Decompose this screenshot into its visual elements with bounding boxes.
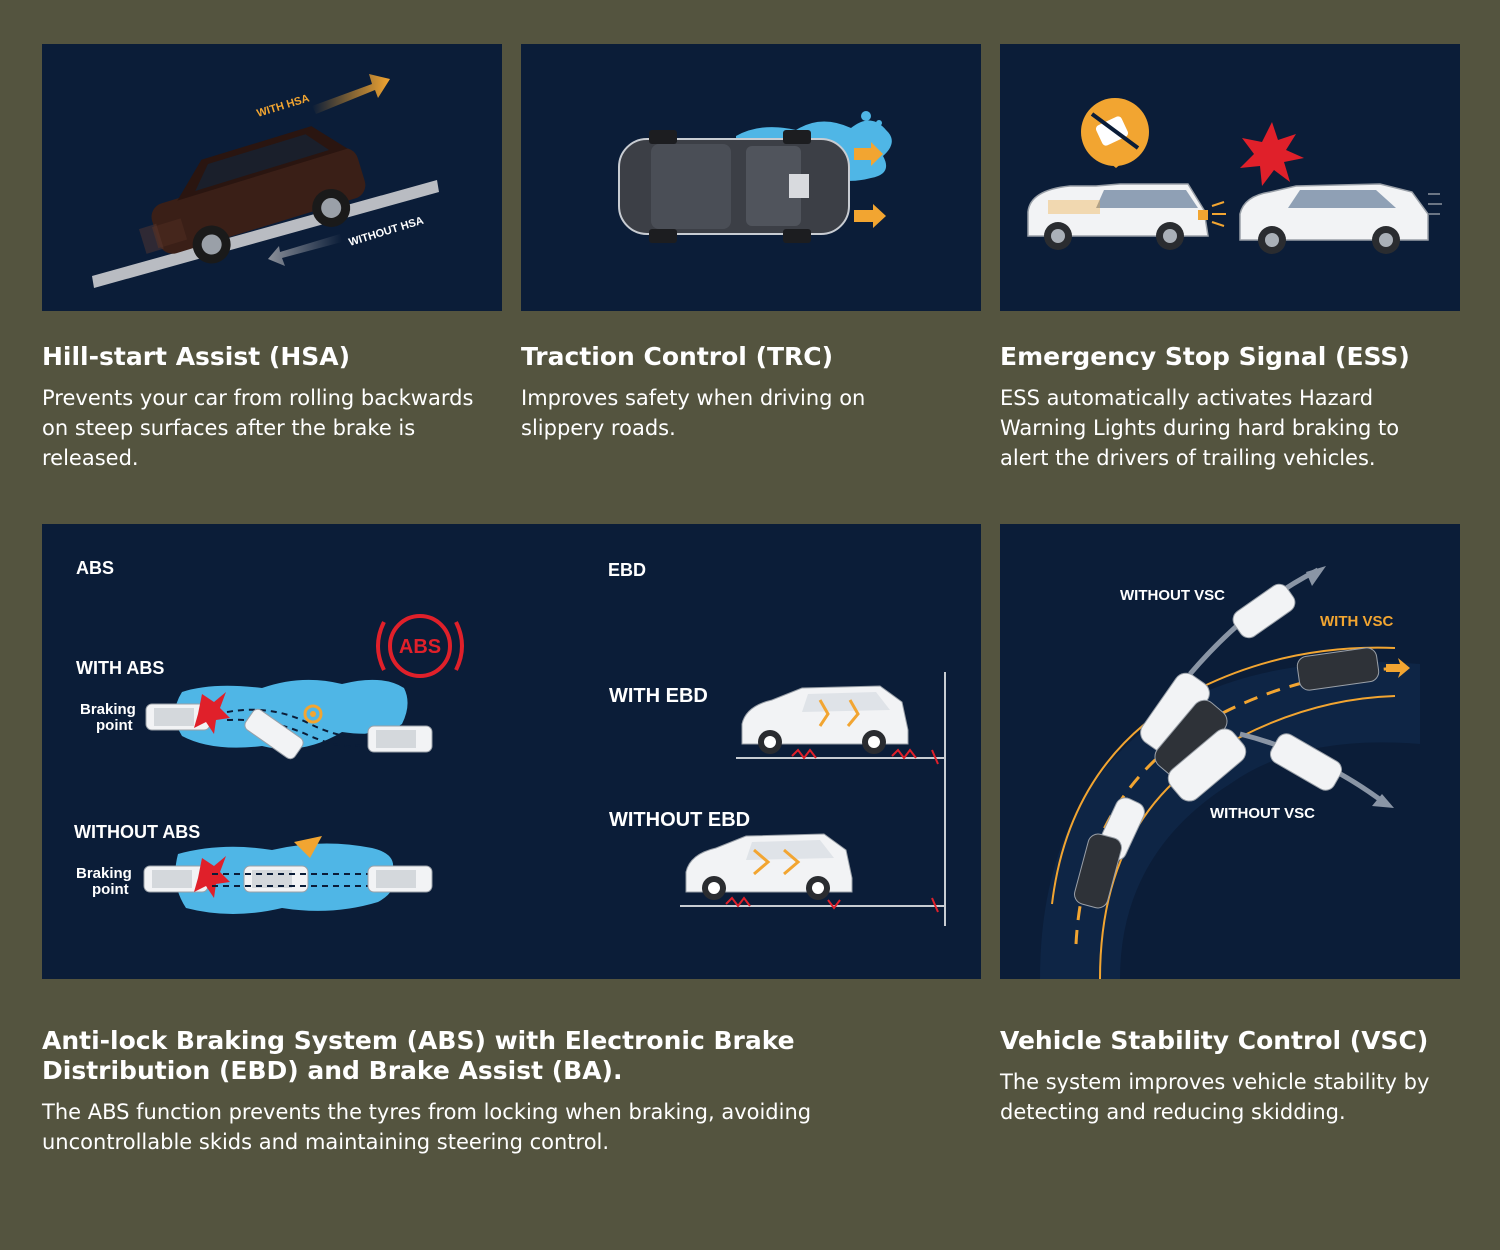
hsa-illustration: WITH HSA WITHOUT HSA (42, 44, 502, 311)
without-abs-braking-line2: point (92, 881, 129, 898)
suv-car (138, 126, 366, 264)
with-abs-car-start (145, 703, 211, 731)
warning-burst-icon (1240, 122, 1304, 186)
trailing-car (1239, 183, 1442, 254)
hsa-title: Hill-start Assist (HSA) (42, 342, 351, 371)
abs-description: The ABS function prevents the tyres from… (42, 1100, 812, 1154)
without-ebd-label: WITHOUT EBD (609, 809, 750, 831)
with-abs-braking-line1: Braking (80, 701, 136, 718)
traction-arrow-lower (854, 204, 886, 228)
water-puddle-with-abs (175, 679, 408, 749)
with-vsc-arrow (1386, 658, 1410, 678)
hsa-description: Prevents your car from rolling backwards… (42, 386, 474, 470)
abs-title: Anti-lock Braking System (ABS) with Elec… (42, 1026, 795, 1085)
abs-ebd-illustration: ABS WITH ABS WITHOUT ABS ABS Braking poi… (42, 524, 981, 979)
without-hsa-arrow (268, 234, 342, 266)
abs-warning-icon: ABS (376, 614, 464, 678)
without-vsc-top-label: WITHOUT VSC (1120, 587, 1225, 604)
with-abs-car-mid (244, 708, 304, 760)
seatbelt-icon (1081, 98, 1149, 168)
with-ebd-label: WITH EBD (609, 685, 708, 707)
cone-icon (294, 836, 322, 858)
with-ebd-car (741, 685, 909, 754)
abs-heading: ABS (76, 558, 114, 578)
without-abs-label: WITHOUT ABS (74, 822, 200, 842)
slope-ramp (92, 180, 439, 288)
with-abs-car-end (367, 725, 433, 753)
hazard-flash (1211, 201, 1226, 227)
without-abs-car-2 (243, 865, 309, 893)
trc-title: Traction Control (TRC) (521, 342, 834, 371)
traction-arrow-upper (854, 142, 883, 166)
without-ebd-car (685, 833, 853, 900)
ess-description: ESS automatically activates Hazard Warni… (1000, 386, 1400, 470)
without-abs-car-3 (367, 865, 433, 893)
vsc-title: Vehicle Stability Control (VSC) (1000, 1026, 1429, 1055)
with-hsa-arrow (312, 74, 390, 114)
ess-title: Emergency Stop Signal (ESS) (1000, 342, 1410, 371)
without-abs-braking-line1: Braking (76, 865, 132, 882)
abs-badge-text: ABS (399, 636, 441, 658)
with-hsa-label: WITH HSA (255, 92, 311, 119)
trc-description: Improves safety when driving on slippery… (521, 386, 866, 440)
without-abs-car-1 (143, 865, 209, 893)
with-vsc-label: WITH VSC (1320, 613, 1393, 630)
vsc-illustration: WITHOUT VSC WITH VSC WITHOUT VSC (1000, 524, 1460, 979)
ebd-heading: EBD (608, 560, 646, 580)
car-top-view (618, 130, 850, 243)
with-abs-braking-line2: point (96, 717, 133, 734)
ess-illustration (1000, 44, 1460, 311)
without-vsc-bottom-label: WITHOUT VSC (1210, 805, 1315, 822)
vsc-description: The system improves vehicle stability by… (1000, 1070, 1430, 1124)
braking-car (1027, 183, 1209, 250)
without-hsa-label: WITHOUT HSA (347, 215, 425, 249)
road-curve (1040, 662, 1420, 979)
trc-illustration (521, 44, 981, 311)
steering-indicator (303, 704, 323, 724)
with-abs-label: WITH ABS (76, 658, 164, 678)
